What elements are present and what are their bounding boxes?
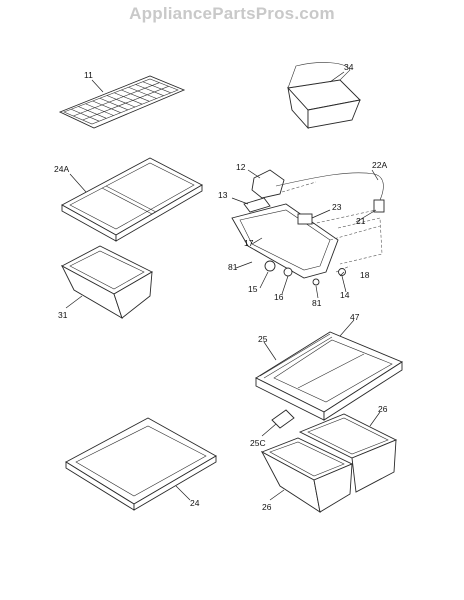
wire-shelf-rod (85, 103, 114, 116)
callout-23: 23 (332, 202, 342, 212)
site-watermark: AppliancePartsPros.com (129, 4, 335, 23)
callout-31: 31 (58, 310, 68, 320)
callout-15: 15 (248, 284, 258, 294)
callout-47: 47 (350, 312, 360, 322)
wire-shelf-rod (78, 106, 107, 119)
wire-shelf-rod (71, 108, 100, 122)
callout-17: 17 (244, 238, 254, 248)
callout-13: 13 (218, 190, 228, 200)
wire-shelf-rod (121, 89, 150, 102)
wire-shelf-rod (135, 84, 164, 96)
callout-21: 21 (356, 216, 366, 226)
crisper-pan-right-back-part[interactable] (298, 411, 398, 493)
crisper-pan-left-part[interactable] (60, 245, 153, 319)
wire-shelf-part[interactable] (58, 75, 186, 129)
control-housing-assembly[interactable] (231, 169, 385, 299)
wire-shelf-rod (128, 86, 157, 99)
callout-11: 11 (84, 70, 93, 80)
wire-shelf-rod (114, 92, 143, 105)
crisper-pan-right-front-part[interactable] (260, 437, 354, 513)
crisper-cover-bottom-part[interactable] (65, 417, 217, 511)
callout-81-left: 81 (228, 262, 238, 272)
callout-25: 25 (258, 334, 268, 344)
shelf-slide-part[interactable] (261, 409, 295, 437)
crisper-cover-top-part[interactable] (61, 157, 203, 242)
wire-shelf-rod (106, 95, 136, 108)
wire-shelf-rod (99, 97, 128, 111)
door-bin-part[interactable] (287, 62, 361, 130)
callout-16: 16 (274, 292, 284, 302)
callout-25c: 25C (250, 438, 266, 448)
callout-24a: 24A (54, 164, 69, 174)
callout-12: 12 (236, 162, 246, 172)
callout-14: 14 (340, 290, 350, 300)
callout-34: 34 (344, 62, 354, 72)
callout-81-right: 81 (312, 298, 322, 308)
wire-shelf-rod (92, 100, 121, 113)
wire-shelf-crossbar (73, 82, 160, 117)
callout-18: 18 (360, 270, 370, 280)
callout-24: 24 (190, 498, 200, 508)
wire-shelf-crossbar (82, 86, 169, 121)
callout-22a: 22A (372, 160, 387, 170)
callout-26-left: 26 (262, 502, 272, 512)
glass-shelf-part[interactable] (255, 319, 403, 421)
wire-shelf-rod (142, 81, 171, 94)
callout-26-right: 26 (378, 404, 388, 414)
